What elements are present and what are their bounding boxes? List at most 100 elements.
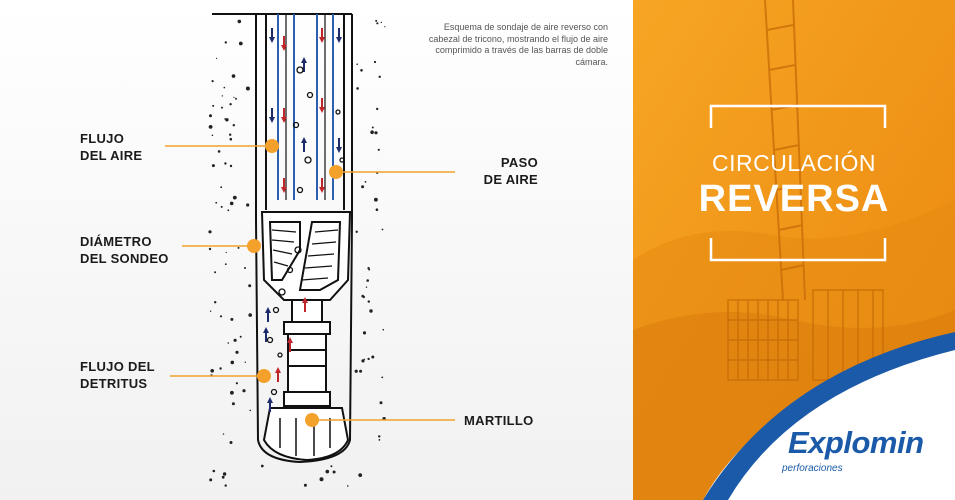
- rock-speckle: [366, 279, 370, 282]
- air-bubble: [335, 109, 341, 115]
- rock-speckle: [214, 271, 217, 274]
- rock-speckle: [209, 478, 213, 482]
- rock-speckle: [249, 409, 251, 412]
- rock-speckle: [242, 389, 246, 393]
- rock-speckle: [368, 268, 371, 271]
- rock-speckle: [378, 439, 381, 441]
- rock-speckle: [222, 472, 227, 476]
- diagram-caption: Esquema de sondaje de aire reverso con c…: [428, 22, 608, 67]
- rock-speckle: [231, 74, 236, 78]
- rock-speckle: [221, 475, 225, 479]
- arrow-down: [281, 36, 287, 51]
- rock-speckle: [303, 483, 307, 487]
- label-flujo-aire: FLUJO DEL AIRE: [80, 130, 142, 164]
- rock-speckle: [208, 125, 213, 129]
- label-diametro-line2: DEL SONDEO: [80, 251, 169, 266]
- diagram-panel: FLUJO DEL AIRE DIÁMETRO DEL SONDEO FLUJO…: [0, 0, 633, 500]
- rock-speckle: [374, 197, 378, 202]
- callout-lines: [165, 145, 455, 421]
- rock-speckle: [211, 80, 214, 83]
- air-bubble: [296, 186, 304, 194]
- rock-speckle: [379, 401, 383, 405]
- rock-speckle: [229, 441, 233, 444]
- rock-speckle: [377, 148, 380, 151]
- rock-speckle: [365, 286, 368, 288]
- hammer-body: [262, 299, 350, 462]
- rock-speckle: [224, 162, 227, 165]
- rock-speckle: [373, 60, 377, 64]
- rock-speckle: [224, 484, 227, 487]
- rock-speckle: [212, 469, 216, 473]
- arrow-up: [287, 337, 293, 352]
- label-flujo-detritus: FLUJO DEL DETRITUS: [80, 358, 155, 392]
- brand-name: Explomin: [788, 425, 924, 460]
- air-bubble: [292, 121, 300, 129]
- air-bubble: [286, 266, 294, 274]
- rock-speckle: [347, 485, 349, 487]
- rock-speckle: [230, 317, 234, 321]
- rock-speckle: [239, 335, 242, 338]
- rock-speckle: [233, 96, 235, 98]
- rock-speckle: [215, 201, 218, 204]
- arrow-down: [319, 178, 325, 193]
- label-diametro: DIÁMETRO DEL SONDEO: [80, 233, 169, 267]
- rock-speckle: [220, 205, 223, 208]
- arrow-down: [336, 28, 342, 43]
- rock-speckle: [235, 350, 239, 354]
- label-detritus-line2: DETRITUS: [80, 376, 148, 391]
- title-line-2: REVERSA: [698, 178, 890, 220]
- rock-speckle: [211, 134, 214, 137]
- rock-speckle: [359, 369, 363, 373]
- label-flujo-aire-line1: FLUJO: [80, 131, 125, 146]
- air-bubbles: [266, 66, 345, 396]
- rock-speckle: [219, 315, 223, 318]
- rock-speckle: [217, 150, 221, 153]
- air-bubble: [272, 306, 280, 314]
- rock-speckle: [232, 195, 237, 200]
- rock-speckle: [371, 355, 375, 359]
- rock-speckle: [361, 294, 365, 298]
- label-martillo-text: MARTILLO: [464, 413, 534, 428]
- label-flujo-aire-line2: DEL AIRE: [80, 148, 143, 163]
- air-bubble: [304, 156, 312, 164]
- rock-speckle: [319, 477, 324, 482]
- rock-speckle: [244, 267, 246, 269]
- rock-speckle: [369, 309, 373, 313]
- callout-dot-martillo: [305, 413, 319, 427]
- rock-speckle: [208, 230, 212, 234]
- drill-rig-background: [633, 0, 955, 500]
- rock-speckle: [224, 263, 227, 266]
- title-frame: [709, 104, 887, 262]
- air-bubble: [278, 288, 286, 296]
- rock-speckle: [356, 87, 359, 90]
- arrow-up: [302, 297, 308, 312]
- rock-speckle: [248, 284, 252, 288]
- rock-speckle: [332, 470, 336, 474]
- rock-speckle: [224, 41, 227, 44]
- air-bubble: [270, 388, 278, 396]
- rock-speckle: [248, 313, 252, 317]
- air-bubble: [294, 246, 302, 254]
- callout-dots: [247, 139, 343, 427]
- rock-speckle: [233, 338, 237, 342]
- rock-speckle: [215, 57, 218, 60]
- callout-dot-detritus: [257, 369, 271, 383]
- drill-rods: [265, 14, 345, 210]
- flow-arrows: [263, 28, 342, 412]
- rock-speckle: [229, 137, 233, 141]
- title-panel: CIRCULACIÓN REVERSA: [633, 0, 955, 500]
- rock-speckle: [370, 130, 374, 134]
- rock-speckle: [221, 106, 223, 109]
- explomin-logo-swoosh: [703, 332, 955, 500]
- rock-speckle: [381, 376, 384, 379]
- rock-speckle: [360, 69, 363, 72]
- rock-speckle: [330, 465, 333, 468]
- arrow-up: [275, 367, 281, 382]
- arrow-down: [269, 108, 275, 123]
- rock-speckle: [361, 185, 365, 189]
- label-diametro-line1: DIÁMETRO: [80, 234, 152, 249]
- rock-speckle: [355, 230, 358, 233]
- tricone-head: [260, 211, 352, 301]
- rock-speckle: [380, 21, 382, 24]
- rock-speckle: [367, 267, 370, 270]
